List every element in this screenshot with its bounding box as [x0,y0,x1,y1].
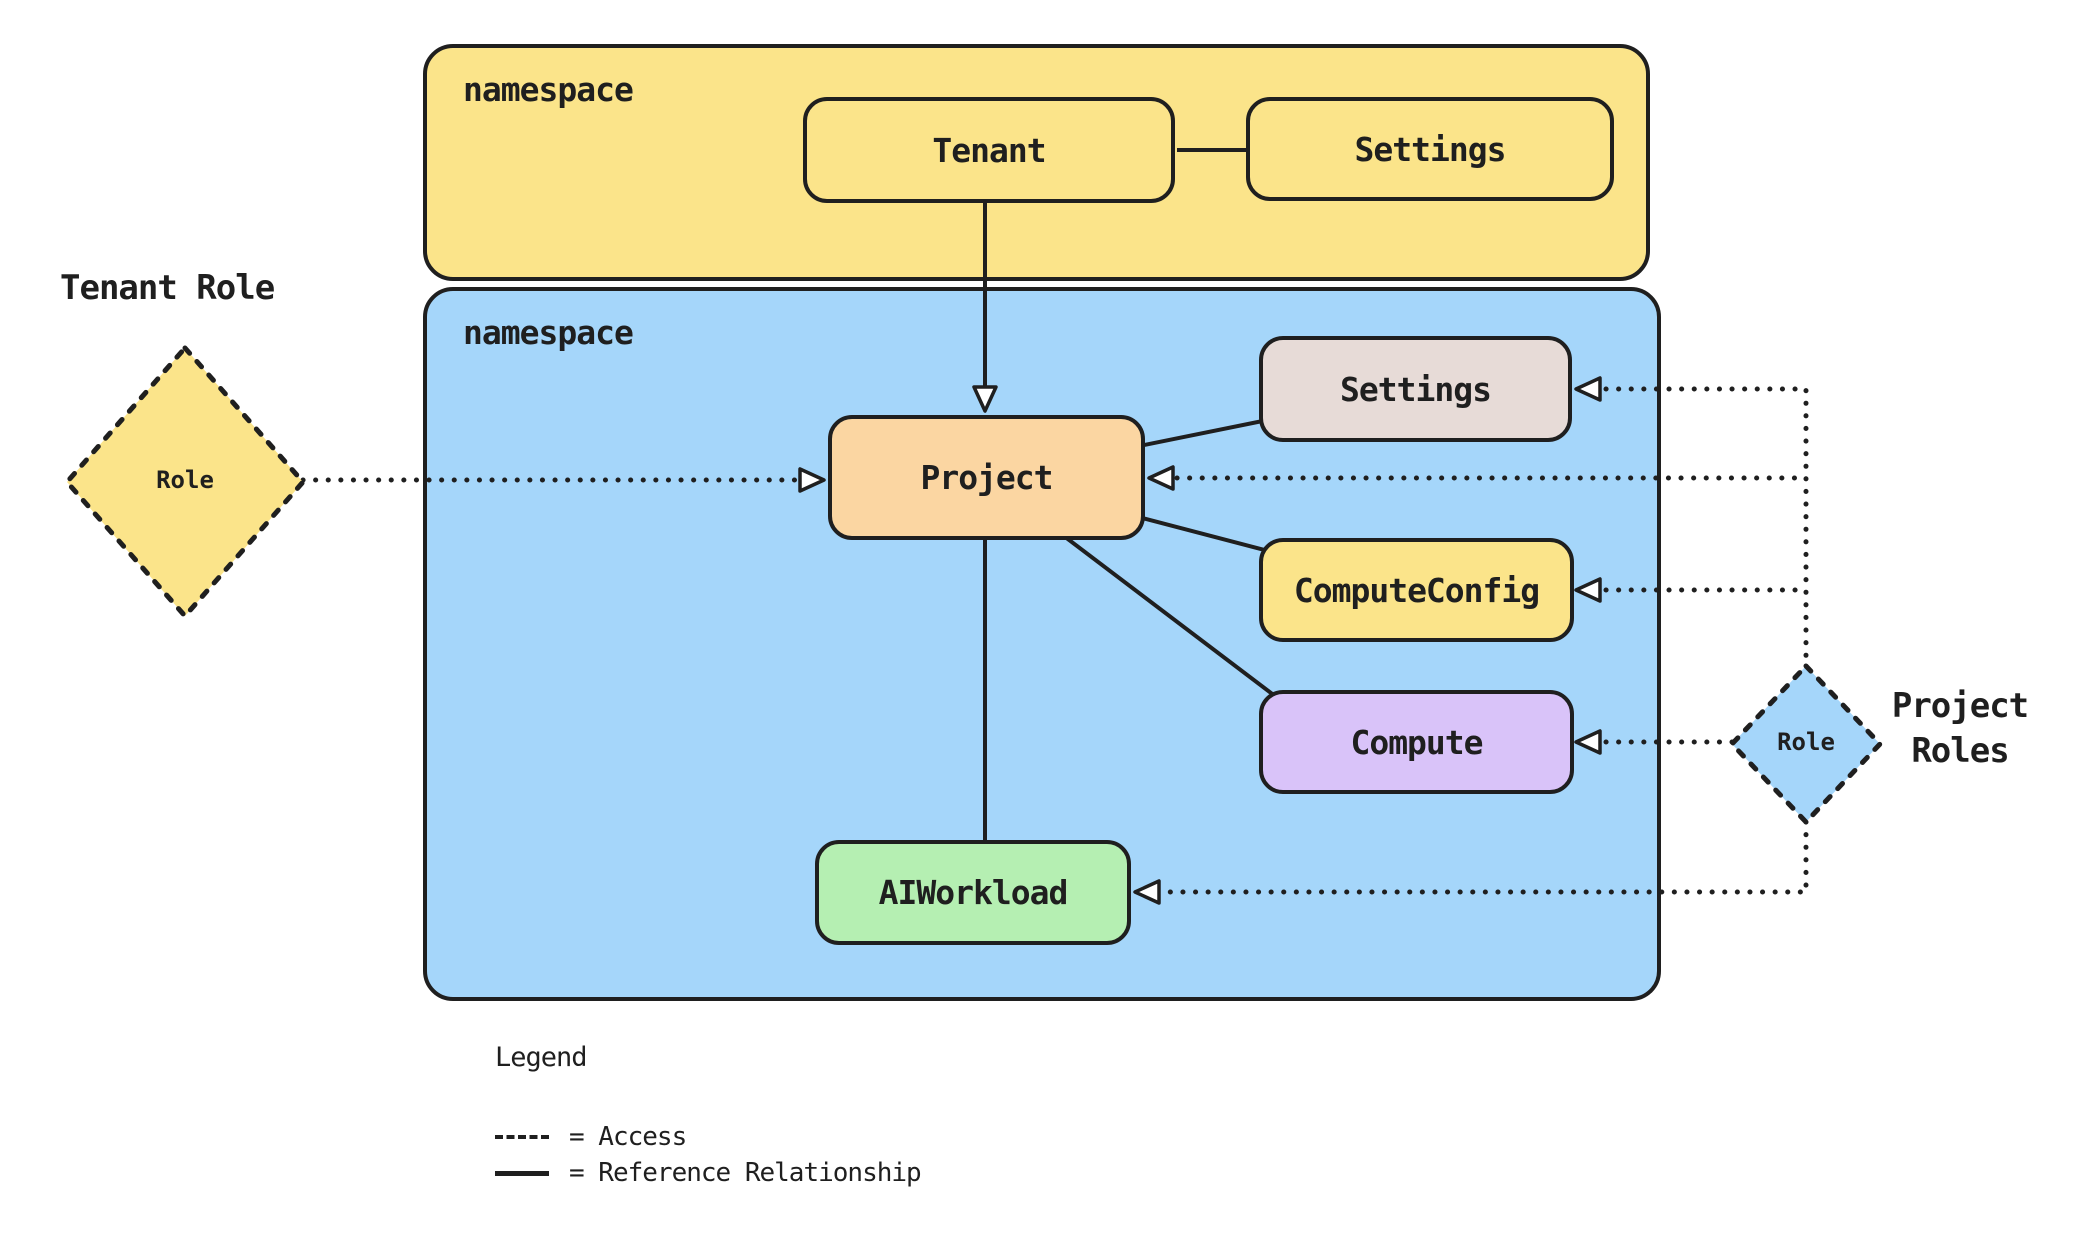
tenant-role-diamond-label: Role [156,466,214,494]
project-roles-diamond [1729,663,1883,825]
tenant-role-diamond [64,345,306,619]
legend-row-reference: = Reference Relationship [495,1155,922,1191]
project-roles-title: Project Roles [1880,684,2040,774]
access-projectroles-aiworkload [1160,819,1809,895]
tenant-namespace-label: namespace [463,70,634,109]
node-tenant-settings: Settings [1246,97,1614,201]
project-roles-title-line2: Roles [1911,731,2009,771]
project-roles-title-line1: Project [1891,686,2029,726]
access-projectroles-settings [1603,386,1809,669]
node-compute: Compute [1259,690,1574,794]
legend: Legend = Access = Reference Relationship [495,1042,922,1191]
node-compute-label: Compute [1350,722,1483,762]
node-project-label: Project [920,458,1053,497]
legend-access-label: = Access [569,1122,687,1152]
arrowhead-into-project-top [972,385,998,413]
node-project: Project [828,415,1145,540]
tenant-role-title: Tenant Role [60,268,275,308]
arrowhead-into-computeconfig [1574,577,1602,603]
node-computeconfig-label: ComputeConfig [1293,570,1540,610]
project-roles-diamond-label: Role [1777,728,1835,756]
node-aiworkload-label: AIWorkload [878,873,1069,912]
project-namespace-label: namespace [463,313,634,352]
node-project-settings: Settings [1259,336,1572,442]
node-project-settings-label: Settings [1340,369,1492,409]
arrowhead-into-aiworkload [1133,879,1161,905]
legend-title: Legend [495,1042,588,1073]
node-tenant: Tenant [803,97,1175,203]
arrowhead-into-compute [1574,729,1602,755]
node-aiworkload: AIWorkload [815,840,1131,945]
arrowhead-into-settings [1574,376,1602,402]
node-tenant-settings-label: Settings [1354,129,1507,169]
node-tenant-label: Tenant [932,130,1046,170]
node-computeconfig: ComputeConfig [1259,538,1574,642]
dashed-line-sample-icon [495,1135,549,1139]
arrowhead-into-project-right [1147,465,1175,491]
legend-row-access: = Access [495,1119,921,1155]
solid-line-sample-icon [495,1170,549,1176]
arrowhead-into-project-left [798,467,826,493]
legend-reference-label: = Reference Relationship [569,1158,922,1188]
